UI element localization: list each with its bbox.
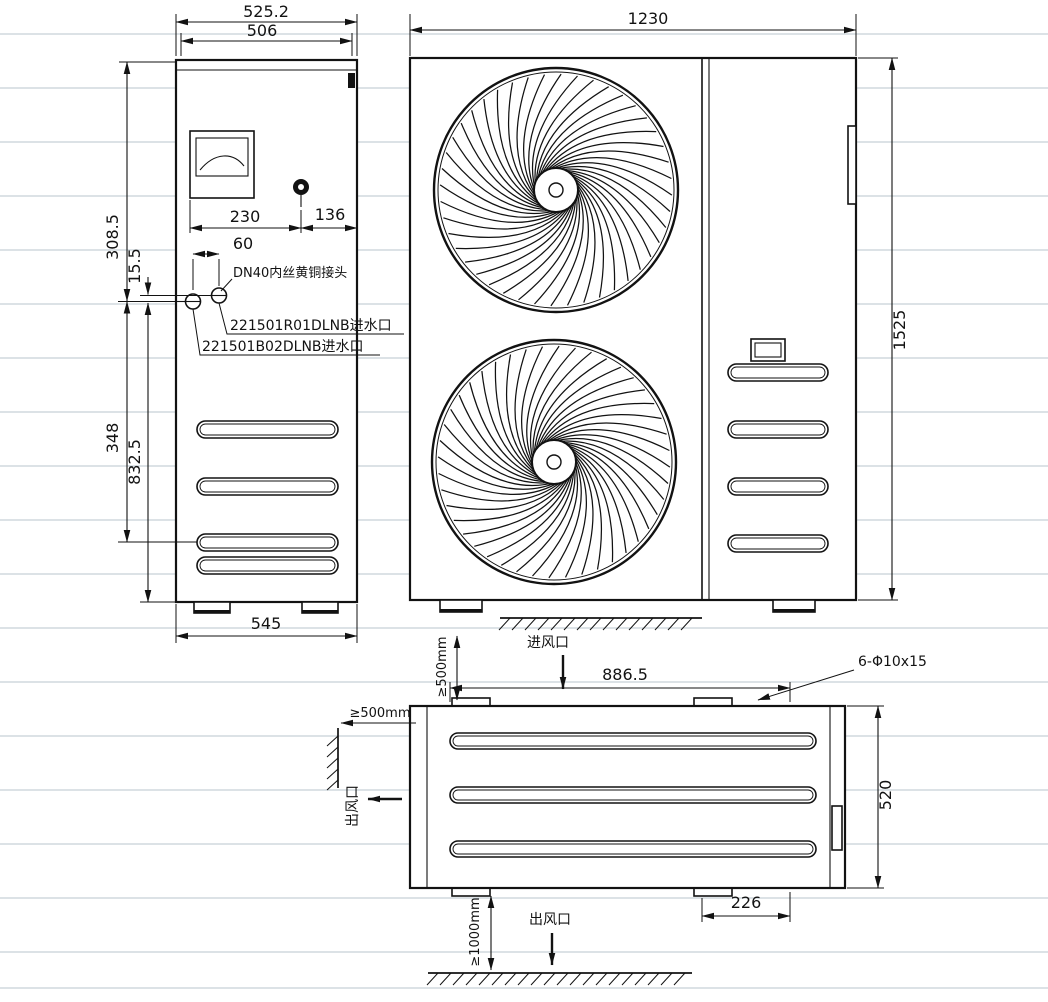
dim-height-2: 15.5	[125, 248, 144, 284]
front-view	[408, 56, 858, 613]
dim-valve-gap: 60	[233, 234, 253, 253]
wall-hatch-side	[326, 728, 339, 791]
dim-knob-offset: 136	[315, 205, 346, 224]
top-handle	[831, 805, 843, 851]
side-view	[174, 58, 359, 614]
clearance-side: ≥500mm	[349, 706, 410, 721]
label-brass-joint: DN40内丝黄铜接头	[233, 265, 347, 281]
dim-height-4: 832.5	[125, 439, 144, 485]
side-louvers	[196, 420, 339, 575]
label-water-inlet-1: 221501R01DLNB进水口	[230, 318, 392, 334]
fan-grill-top	[432, 66, 680, 314]
dim-top-width: 886.5	[602, 665, 648, 684]
clearance-front: ≥1000mm	[468, 897, 483, 966]
labels: 525.2 506 1230 1525 230 136 60 308.5 15.…	[103, 2, 927, 967]
handle	[750, 338, 786, 362]
label-air-inlet: 进风口	[527, 635, 569, 651]
label-air-outlet-front: 出风口	[529, 912, 571, 928]
mounting-tab	[451, 697, 491, 707]
label-water-inlet-2: 221501B02DLNB进水口	[202, 339, 364, 355]
mounting-tab	[451, 887, 491, 897]
dim-front-height: 1525	[890, 310, 909, 351]
label-mounting-holes: 6-Φ10x15	[858, 654, 927, 670]
dim-panel-width: 230	[230, 207, 261, 226]
knob	[293, 179, 309, 207]
clearance-rear: ≥500mm	[435, 636, 450, 697]
dim-side-width-inner: 506	[247, 21, 278, 40]
dim-height-1: 308.5	[103, 214, 122, 260]
dim-height-3: 348	[103, 423, 122, 454]
dim-base-width: 545	[251, 614, 282, 633]
front-feet	[439, 599, 816, 613]
dimension-lines	[118, 14, 898, 971]
side-rail	[847, 125, 857, 205]
side-feet	[193, 601, 339, 614]
side-view-body	[174, 58, 359, 604]
dim-foot-offset: 226	[731, 893, 762, 912]
mounting-tab	[693, 887, 733, 897]
top-view	[408, 697, 847, 897]
mounting-tab	[693, 697, 733, 707]
ground-hatch-front	[426, 972, 692, 986]
side-hinge	[348, 73, 355, 88]
dim-front-width: 1230	[628, 9, 669, 28]
fan-grill-bottom	[430, 338, 678, 586]
control-panel	[189, 130, 255, 199]
dim-side-width-outer: 525.2	[243, 2, 289, 21]
dim-top-depth: 520	[876, 780, 895, 811]
water-valve-bottom	[176, 293, 202, 310]
label-air-outlet-side: 出风口	[345, 785, 361, 827]
front-right-louvers	[727, 363, 829, 553]
top-louvers	[449, 732, 817, 858]
ground-hatch-rear	[498, 617, 702, 631]
